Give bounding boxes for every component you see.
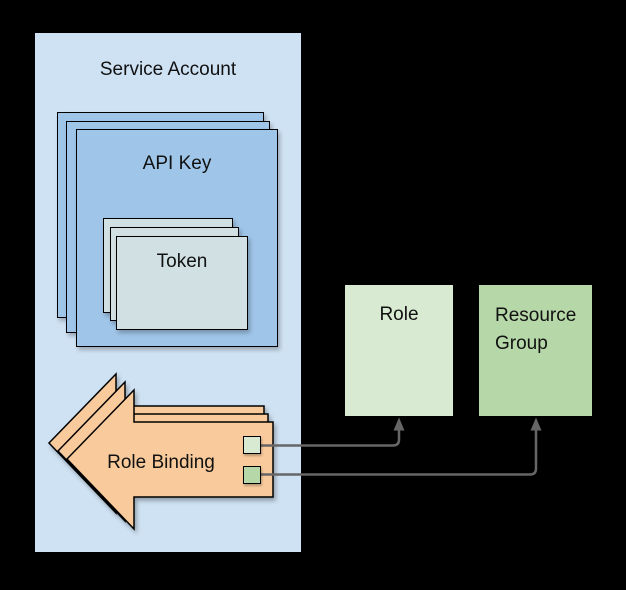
api-key-label: API Key (142, 153, 212, 174)
token-stack-layer-front (116, 236, 248, 330)
role-binding-arrow-front (65, 388, 274, 531)
service-account-label: Service Account (99, 59, 237, 80)
resource-group-ref-swatch (243, 466, 261, 484)
connector-to-resource-group-arrowhead (530, 417, 542, 431)
resource-group-label: Resource Group (495, 305, 577, 354)
node-role (345, 285, 453, 416)
connectors-group (261, 417, 542, 476)
role-binding-label: Role Binding (107, 452, 215, 473)
token-label: Token (156, 251, 208, 272)
connector-to-role (261, 429, 401, 447)
connector-to-resource-group (261, 429, 538, 476)
connector-to-role-arrowhead (393, 417, 405, 431)
role-ref-swatch (243, 436, 261, 454)
role-label: Role (379, 304, 419, 325)
node-resource-group (479, 285, 592, 416)
